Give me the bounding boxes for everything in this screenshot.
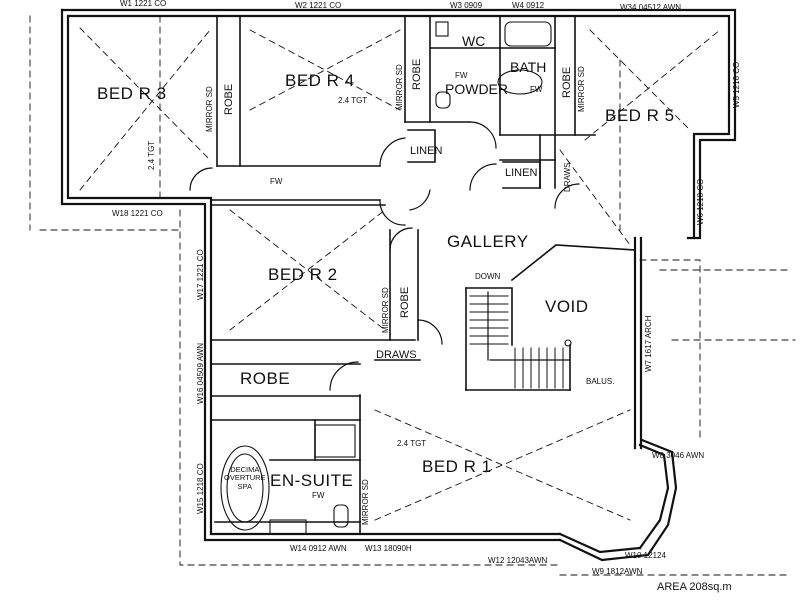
room-bed2-label: BED R 2 (268, 265, 338, 284)
window-w8-label: W8 3046 AWN (652, 451, 705, 460)
window-w12-label: W12 12043AWN (488, 556, 548, 565)
room-bed4-label: BED R 4 (285, 71, 355, 90)
stair-down-label: DOWN (475, 272, 501, 281)
stair-treads (469, 291, 571, 389)
mirror-bed3-label: MIRROR SD (205, 86, 214, 132)
mirror-bed5-label: MIRROR SD (577, 66, 586, 112)
fw-label-3: FW (312, 491, 325, 500)
fw-label-2: FW (530, 85, 543, 94)
dashed-lines (29, 15, 796, 576)
robe-bed4-label: ROBE (411, 58, 423, 90)
room-bed1-label: BED R 1 (422, 457, 492, 476)
area-label: AREA 208sq.m (657, 581, 732, 593)
mirror-bed4-label: MIRROR SD (395, 64, 404, 110)
window-w2-label: W2 1221 CO (295, 1, 342, 10)
draws-label: DRAWS (376, 349, 417, 361)
room-bed3-label: BED R 3 (97, 84, 167, 103)
window-w18-label: W18 1221 CO (112, 209, 163, 218)
robe-bed2-label: ROBE (399, 286, 411, 318)
window-w17-label: W17 1221 CO (196, 249, 205, 300)
room-void-label: VOID (545, 297, 589, 316)
room-robe-label: ROBE (240, 369, 291, 388)
room-bath-label: BATH (510, 59, 547, 75)
fixtures (220, 21, 572, 535)
window-w34-label: W34 04512 AWN (620, 3, 682, 12)
robe-bed3-label: ROBE (223, 83, 235, 115)
fw-label-4: FW (270, 177, 283, 186)
room-powder-label: POWDER (445, 81, 508, 97)
room-wc-label: WC (462, 33, 486, 49)
window-w9-label: W9 1812AWN (592, 567, 643, 576)
ceiling-height-bed3: 2.4 TGT (147, 140, 156, 170)
window-w3-label: W3 0909 (450, 1, 483, 10)
linen-label: LINEN (410, 145, 443, 157)
balus-label: BALUS. (586, 377, 615, 386)
window-w5-label: W5 1218 CO (732, 61, 741, 108)
fw-label: FW (455, 71, 468, 80)
window-w16-label: W16 04509 AWN (196, 342, 205, 404)
ceiling-height-bed4: 2.4 TGT (338, 96, 368, 105)
mirror-bed2-label: MIRROR SD (381, 287, 390, 333)
room-gallery-label: GALLERY (447, 232, 529, 251)
mirror-ensuite-label: MIRROR SD (361, 479, 370, 525)
window-w4-label: W4 0912 (512, 1, 545, 10)
room-ensuite-label: EN-SUITE (270, 471, 354, 490)
robe-bed5-label: ROBE (561, 66, 573, 98)
draws-vertical-label: DRAWS (563, 162, 572, 192)
outer-walls (60, 8, 737, 562)
linen-label-2: LINEN (505, 167, 538, 179)
ceiling-height-bed1: 2.4 TGT (397, 439, 427, 448)
window-w15-label: W15 1218 CO (196, 463, 205, 514)
window-w10-label: W10 12124 (625, 551, 666, 560)
interior-walls (210, 15, 636, 535)
room-bed5-label: BED R 5 (605, 106, 675, 125)
window-w14-label: W14 0912 AWN (290, 544, 347, 553)
window-w7-label: W7 1617 ARCH (644, 315, 653, 372)
window-w1-label: W1 1221 CO (120, 0, 167, 8)
spa-label: DECIMA OVERTURE SPA (224, 465, 266, 491)
window-w13-label: W13 18090H (365, 544, 412, 553)
door-swings (189, 121, 580, 391)
window-w6-label: W6 1218 CO (696, 178, 705, 225)
